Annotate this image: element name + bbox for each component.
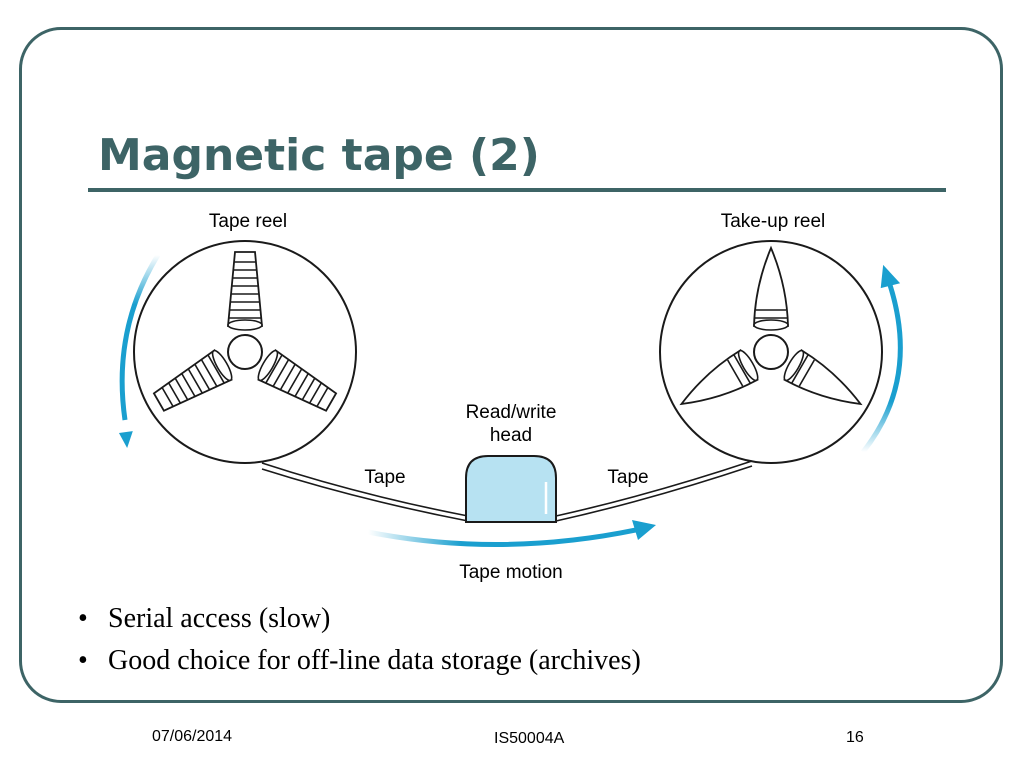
slide-title: Magnetic tape (2)	[98, 130, 540, 181]
slide-frame	[19, 27, 1003, 703]
head-label-line2: head	[490, 425, 532, 446]
tape-right-label: Tape	[607, 467, 648, 488]
takeup-reel-label: Take-up reel	[721, 211, 826, 232]
right-rotation-arrow	[861, 264, 903, 454]
footer-course-code: IS50004A	[494, 730, 565, 747]
bullet-item: • Serial access (slow)	[78, 598, 641, 640]
footer-page-number: 16	[846, 729, 864, 746]
tape-reel	[133, 240, 357, 464]
takeup-reel	[659, 240, 883, 464]
bullet-item: • Good choice for off-line data storage (…	[78, 640, 641, 682]
title-underline	[88, 188, 946, 192]
bullet-text: Serial access (slow)	[108, 603, 331, 634]
bullet-list: • Serial access (slow) • Good choice for o…	[78, 598, 641, 682]
bullet-text: Good choice for off-line data storage (a…	[108, 645, 641, 676]
read-write-head	[465, 455, 557, 523]
tape-left-label: Tape	[364, 467, 405, 488]
tape-motion-arrow	[367, 520, 656, 548]
tape-motion-label: Tape motion	[459, 562, 563, 583]
bullet-marker: •	[78, 603, 88, 634]
footer-date: 07/06/2014	[152, 728, 233, 745]
left-rotation-arrow	[118, 253, 161, 449]
tape-reel-label: Tape reel	[209, 211, 287, 232]
bullet-marker: •	[78, 645, 88, 676]
tape	[261, 460, 753, 522]
head-label-line1: Read/write	[466, 402, 557, 423]
